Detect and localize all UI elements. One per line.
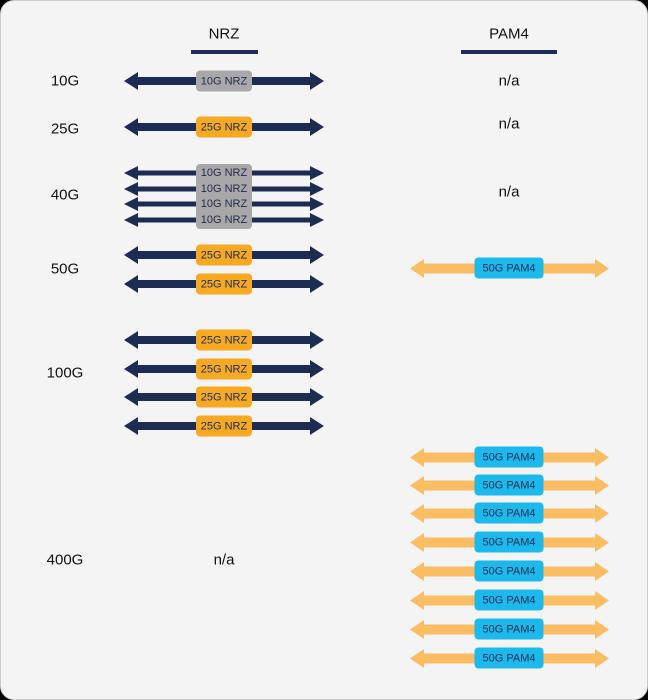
lane-label: 50G PAM4 bbox=[474, 531, 544, 553]
speed-label: 100G bbox=[46, 364, 84, 382]
lane-label: 25G NRZ bbox=[196, 273, 252, 295]
lane-label: 50G PAM4 bbox=[474, 589, 544, 611]
speed-label: 25G bbox=[50, 120, 80, 138]
lane-label: 10G NRZ bbox=[200, 198, 248, 210]
lane-label: 50G PAM4 bbox=[474, 560, 544, 582]
lane-label: 50G PAM4 bbox=[474, 474, 544, 496]
lane-label: 25G NRZ bbox=[196, 386, 252, 408]
speed-label: 40G bbox=[50, 186, 80, 204]
nrz-header-underline bbox=[191, 50, 258, 54]
lane-label: 25G NRZ bbox=[196, 415, 252, 437]
pam4-na: n/a bbox=[498, 72, 520, 90]
lane-label: 50G PAM4 bbox=[474, 257, 544, 279]
lane-label: 50G PAM4 bbox=[474, 618, 544, 640]
lane-label: 25G NRZ bbox=[196, 116, 252, 138]
lane-label-group bbox=[196, 164, 252, 229]
pam4-na: n/a bbox=[498, 183, 520, 201]
pam4-na: n/a bbox=[498, 115, 520, 133]
speed-label: 50G bbox=[50, 260, 80, 278]
lane-label: 50G PAM4 bbox=[474, 502, 544, 524]
nrz-na: n/a bbox=[213, 551, 235, 569]
lane-label: 50G PAM4 bbox=[474, 647, 544, 669]
lane-label: 25G NRZ bbox=[196, 358, 252, 380]
pam4-header-underline bbox=[461, 50, 557, 54]
lane-label: 10G NRZ bbox=[196, 70, 252, 92]
speed-label: 400G bbox=[46, 551, 84, 569]
pam4-header: PAM4 bbox=[489, 25, 529, 43]
lane-label: 25G NRZ bbox=[196, 244, 252, 266]
lane-label: 25G NRZ bbox=[196, 329, 252, 351]
speed-label: 10G bbox=[50, 72, 80, 90]
nrz-header: NRZ bbox=[208, 25, 240, 43]
lane-label: 50G PAM4 bbox=[474, 446, 544, 468]
lane-label: 10G NRZ bbox=[200, 167, 248, 179]
lane-label: 10G NRZ bbox=[200, 183, 248, 195]
lane-label: 10G NRZ bbox=[200, 214, 248, 226]
